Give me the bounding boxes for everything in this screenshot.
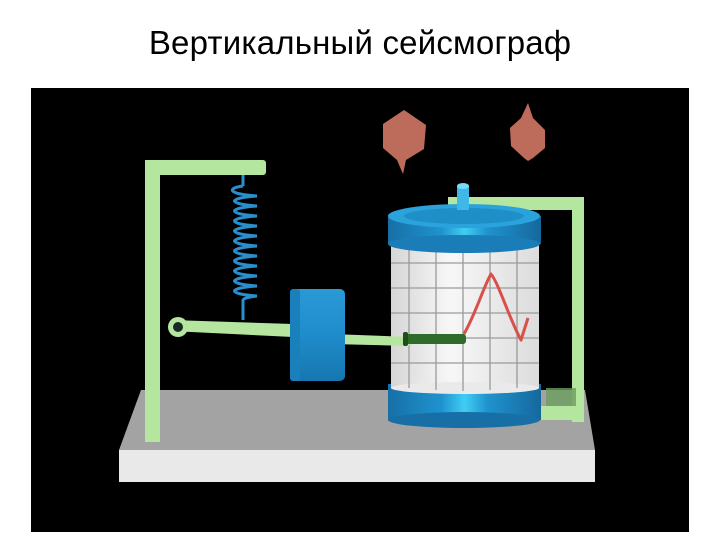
recording-pen [403,332,466,346]
seismic-trace [462,272,530,342]
motion-arrow-icon [383,110,426,174]
lever-arm [171,320,293,337]
drum-frame [448,197,584,422]
recording-drum [388,183,541,428]
motion-arrow-icon [510,103,545,161]
pivot-hinge [168,317,188,337]
slide-title: Вертикальный сейсмограф [148,24,572,61]
lever-arm-front [331,334,411,346]
support-frame [145,160,266,442]
seismograph-illustration [31,88,689,532]
grid-lines [391,240,539,391]
spring [230,175,258,320]
inertial-mass [290,289,345,381]
